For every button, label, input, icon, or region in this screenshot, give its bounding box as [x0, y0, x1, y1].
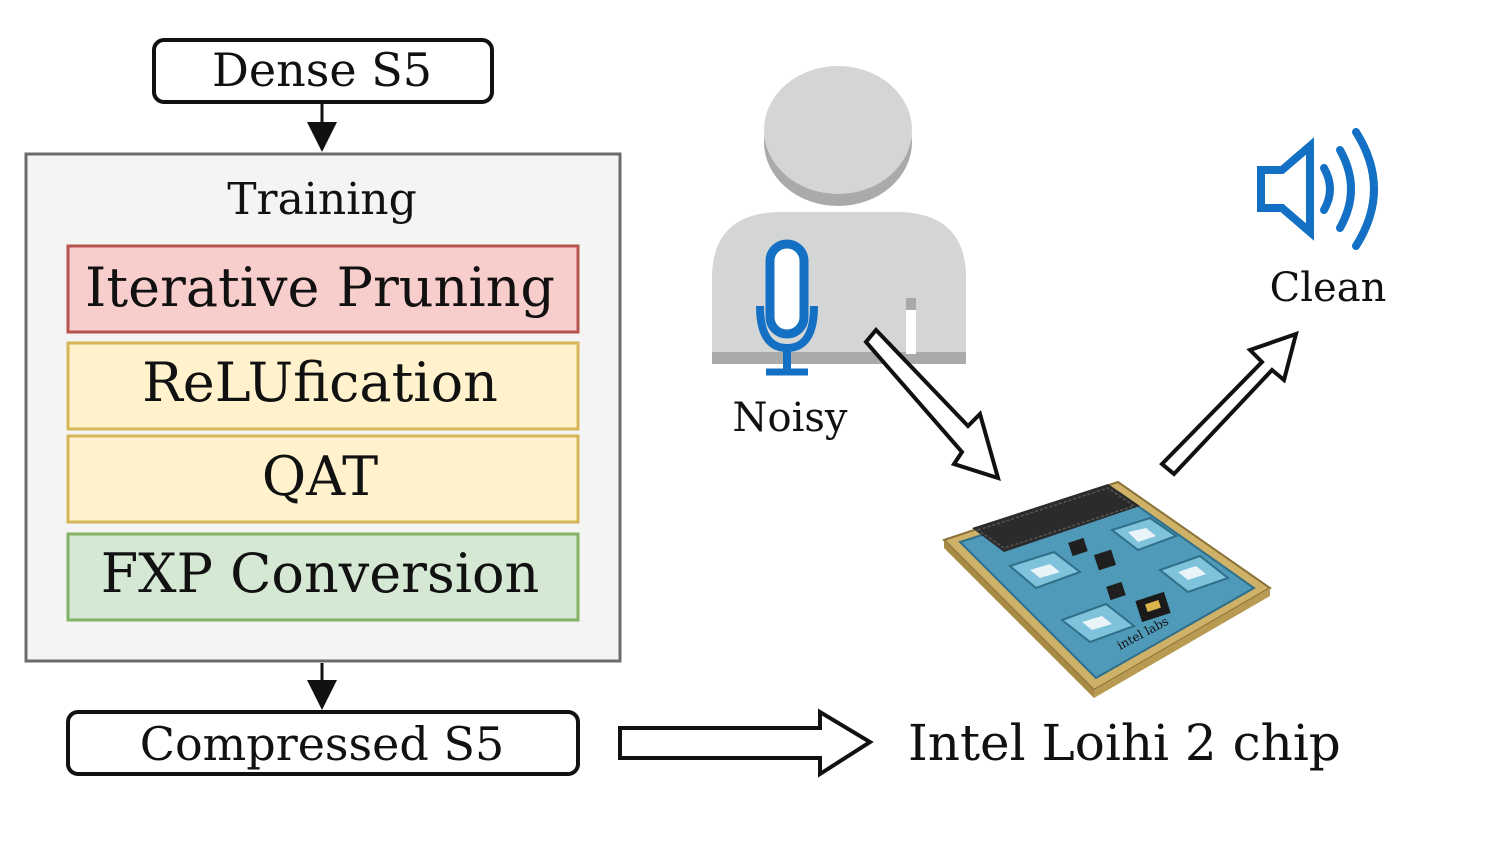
person-icon — [712, 66, 966, 364]
step-relufication: ReLUfication — [66, 341, 580, 431]
compressed-s5-label: Compressed S5 — [140, 717, 504, 771]
arrow-chip-to-clean — [1159, 330, 1299, 477]
dense-s5-box: Dense S5 — [152, 38, 494, 104]
step-iterative-pruning: Iterative Pruning — [66, 244, 580, 334]
arrow-noisy-to-chip — [863, 327, 1001, 482]
step-iterative-pruning-label: Iterative Pruning — [85, 256, 555, 319]
step-qat-label: QAT — [262, 445, 378, 508]
training-container: Training Iterative Pruning ReLUfication … — [24, 152, 622, 663]
dense-s5-label: Dense S5 — [212, 43, 432, 97]
intel-loihi-label: Intel Loihi 2 chip — [908, 714, 1341, 772]
noisy-label: Noisy — [733, 395, 848, 441]
step-relufication-label: ReLUfication — [142, 351, 498, 414]
compressed-s5-box: Compressed S5 — [66, 710, 580, 776]
clean-label: Clean — [1270, 265, 1387, 311]
step-fxp-conversion: FXP Conversion — [66, 532, 580, 622]
speaker-icon — [1257, 128, 1378, 250]
step-qat: QAT — [66, 434, 580, 524]
loihi-chip-board: intel labs — [942, 480, 1272, 698]
microphone-icon — [756, 239, 818, 376]
step-fxp-conversion-label: FXP Conversion — [101, 542, 540, 605]
training-title: Training — [227, 174, 417, 225]
arrow-compressed-to-chip — [618, 708, 874, 778]
